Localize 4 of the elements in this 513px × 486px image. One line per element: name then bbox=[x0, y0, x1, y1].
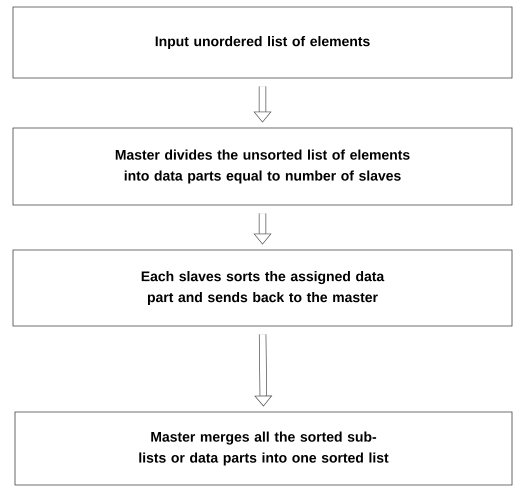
process-box: Input unordered list of elements bbox=[12, 6, 512, 78]
process-box: Each slaves sorts the assigned data part and sends back to the master bbox=[12, 250, 512, 326]
process-box: Master divides the unsorted list of elements into data parts equal to number of slaves bbox=[12, 128, 512, 206]
process-box: Master merges all the sorted sub-lists or data parts into one sorted list bbox=[14, 412, 512, 486]
